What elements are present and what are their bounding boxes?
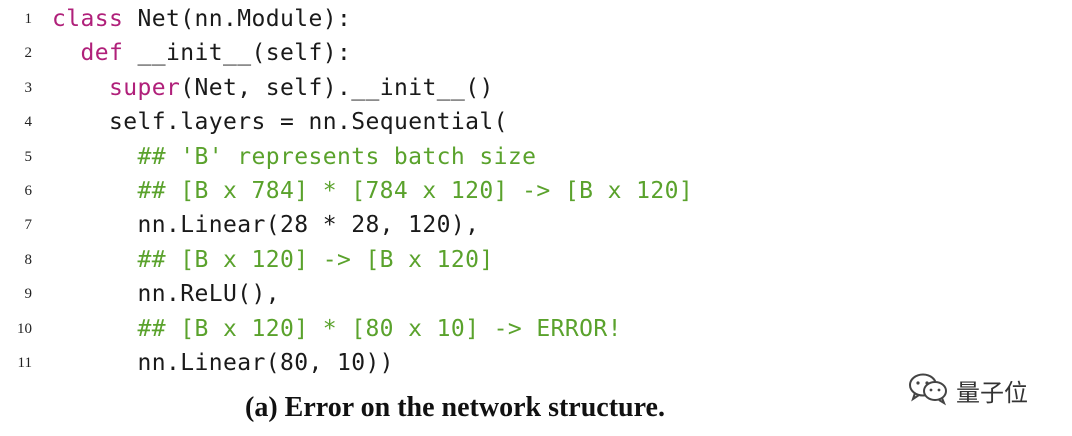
code-text: ## [B x 120] -> [B x 120] — [52, 243, 494, 277]
code-token-comment: ## [B x 120] -> [B x 120] — [137, 246, 494, 273]
line-number: 7 — [24, 217, 33, 234]
code-text: class Net(nn.Module): — [52, 2, 351, 36]
code-text: ## [B x 120] * [80 x 10] -> ERROR! — [52, 312, 622, 346]
watermark: 量子位 — [906, 370, 1028, 410]
code-text: ## 'B' represents batch size — [52, 140, 536, 174]
code-line: 5 ## 'B' represents batch size — [0, 140, 1072, 174]
indent — [52, 350, 137, 376]
line-number: 8 — [24, 251, 33, 268]
indent — [52, 316, 137, 342]
code-line: 7 nn.Linear(28 * 28, 120), — [0, 208, 1072, 242]
code-token-builtin: super — [109, 74, 181, 101]
code-token-plain: nn.Linear(28 * 28, 120), — [137, 212, 480, 239]
indent — [52, 40, 81, 66]
code-text: def __init__(self): — [52, 36, 351, 70]
line-number: 9 — [24, 286, 33, 303]
code-token-comment: ## [B x 120] * [80 x 10] -> ERROR! — [137, 315, 622, 342]
indent — [52, 247, 137, 273]
code-line: 8 ## [B x 120] -> [B x 120] — [0, 243, 1072, 277]
line-number: 10 — [17, 320, 32, 337]
code-token-plain: (Net, self).__init__() — [180, 74, 494, 101]
code-token-plain: Net(nn.Module): — [123, 6, 352, 32]
code-token-comment: ## [B x 784] * [784 x 120] -> [B x 120] — [137, 177, 694, 204]
code-line: 10 ## [B x 120] * [80 x 10] -> ERROR! — [0, 312, 1072, 346]
code-text: super(Net, self).__init__() — [52, 71, 494, 105]
line-number: 4 — [24, 114, 33, 131]
line-number: 6 — [24, 182, 33, 199]
code-line: 6 ## [B x 784] * [784 x 120] -> [B x 120… — [0, 174, 1072, 208]
code-token-plain: nn.Linear(80, 10)) — [137, 349, 394, 376]
indent — [52, 75, 109, 101]
code-text: nn.Linear(28 * 28, 120), — [52, 208, 479, 242]
line-number: 11 — [17, 354, 32, 371]
code-text: self.layers = nn.Sequential( — [52, 105, 508, 139]
line-number: 5 — [24, 148, 33, 165]
line-number: 3 — [24, 79, 33, 96]
line-number: 2 — [24, 45, 33, 62]
figure-caption: (a) Error on the network structure. — [245, 392, 665, 423]
wechat-icon — [906, 370, 950, 411]
line-number: 1 — [24, 11, 33, 27]
code-line: 3 super(Net, self).__init__() — [0, 71, 1072, 105]
indent — [52, 178, 137, 204]
code-line: 1 class Net(nn.Module): — [0, 2, 1072, 36]
indent — [52, 144, 137, 170]
code-line: 2 def __init__(self): — [0, 36, 1072, 70]
code-token-keyword: def — [80, 40, 124, 67]
code-text: nn.Linear(80, 10)) — [52, 346, 394, 380]
indent — [52, 281, 137, 307]
indent — [52, 212, 137, 238]
code-token-plain: nn.ReLU(), — [137, 281, 280, 308]
code-text: nn.ReLU(), — [52, 277, 280, 311]
code-line: 9 nn.ReLU(), — [0, 277, 1072, 311]
code-token-plain: __init__(self): — [123, 40, 352, 67]
code-text: ## [B x 784] * [784 x 120] -> [B x 120] — [52, 174, 693, 208]
code-line: 11 nn.Linear(80, 10)) — [0, 346, 1072, 380]
code-token-keyword: class — [52, 6, 124, 32]
watermark-text: 量子位 — [956, 378, 1028, 407]
code-line: 4 self.layers = nn.Sequential( — [0, 105, 1072, 139]
indent — [52, 109, 109, 135]
code-token-plain: self.layers = nn.Sequential( — [109, 109, 508, 136]
code-token-comment: ## 'B' represents batch size — [137, 143, 537, 170]
